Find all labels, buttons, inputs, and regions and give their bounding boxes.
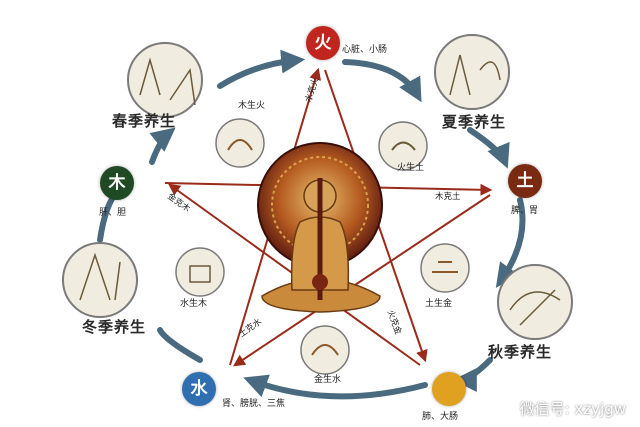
cycle-arc-autumn-metal [452, 357, 493, 392]
cycle-arc-metal-water [243, 374, 428, 400]
cycle-arc-spring-fire [217, 49, 306, 89]
summer-title: 夏季养生 [442, 113, 507, 131]
water-organs-label: 肾、膀胱、三焦 [222, 399, 286, 409]
fire-element-badge: 火 [306, 26, 340, 60]
fire-organs-label: 心脏、小肠 [342, 45, 388, 55]
illustration-circles [62, 34, 573, 375]
fire-earth-illustration [378, 121, 428, 171]
wood-fire-label: 木生火 [238, 101, 266, 111]
earth-metal-label: 土生金 [425, 299, 453, 309]
watermark-text: 微信号: xzyjgw [519, 400, 626, 418]
water-wood-label: 水生木 [180, 299, 208, 309]
central-figure [257, 142, 383, 313]
watermark: 微信号: xzyjgw [494, 398, 626, 419]
wood-organs-label: 肝、胆 [99, 208, 127, 218]
metal-water-illustration [300, 325, 350, 375]
metal-element-badge [432, 372, 466, 406]
winter-title: 冬季养生 [82, 318, 147, 336]
metal-organs-label: 肺、大肠 [422, 412, 459, 422]
cycle-arc-earth-autumn [495, 197, 526, 288]
metal-water-label: 金生水 [314, 375, 342, 385]
wood-earth-label: 木克土 [435, 192, 461, 202]
earth-metal-illustration [420, 243, 470, 293]
summer-illustration [434, 34, 510, 110]
autumn-illustration [497, 264, 573, 340]
cycle-arc-fire-earth [342, 59, 422, 103]
generating-cycle [97, 49, 526, 400]
winter-illustration [62, 242, 138, 318]
spring-illustration [127, 42, 203, 118]
wood-fire-illustration [215, 118, 265, 168]
spring-title: 春季养生 [112, 112, 177, 130]
earth-organs-label: 脾、胃 [511, 206, 539, 216]
water-wood-illustration [175, 247, 225, 297]
fire-earth-label: 火生土 [397, 163, 425, 173]
earth-element-badge: 土 [508, 164, 542, 198]
star-line-earth-water [233, 194, 491, 367]
cycle-arc-wood-spring [149, 127, 176, 165]
autumn-title: 秋季养生 [488, 343, 553, 361]
cycle-arc-summer-earth [467, 127, 510, 169]
wood-element-badge: 木 [100, 166, 134, 200]
cycle-arc-water-winter [157, 327, 203, 363]
water-element-badge: 水 [182, 372, 216, 406]
wechat-icon [494, 400, 515, 417]
